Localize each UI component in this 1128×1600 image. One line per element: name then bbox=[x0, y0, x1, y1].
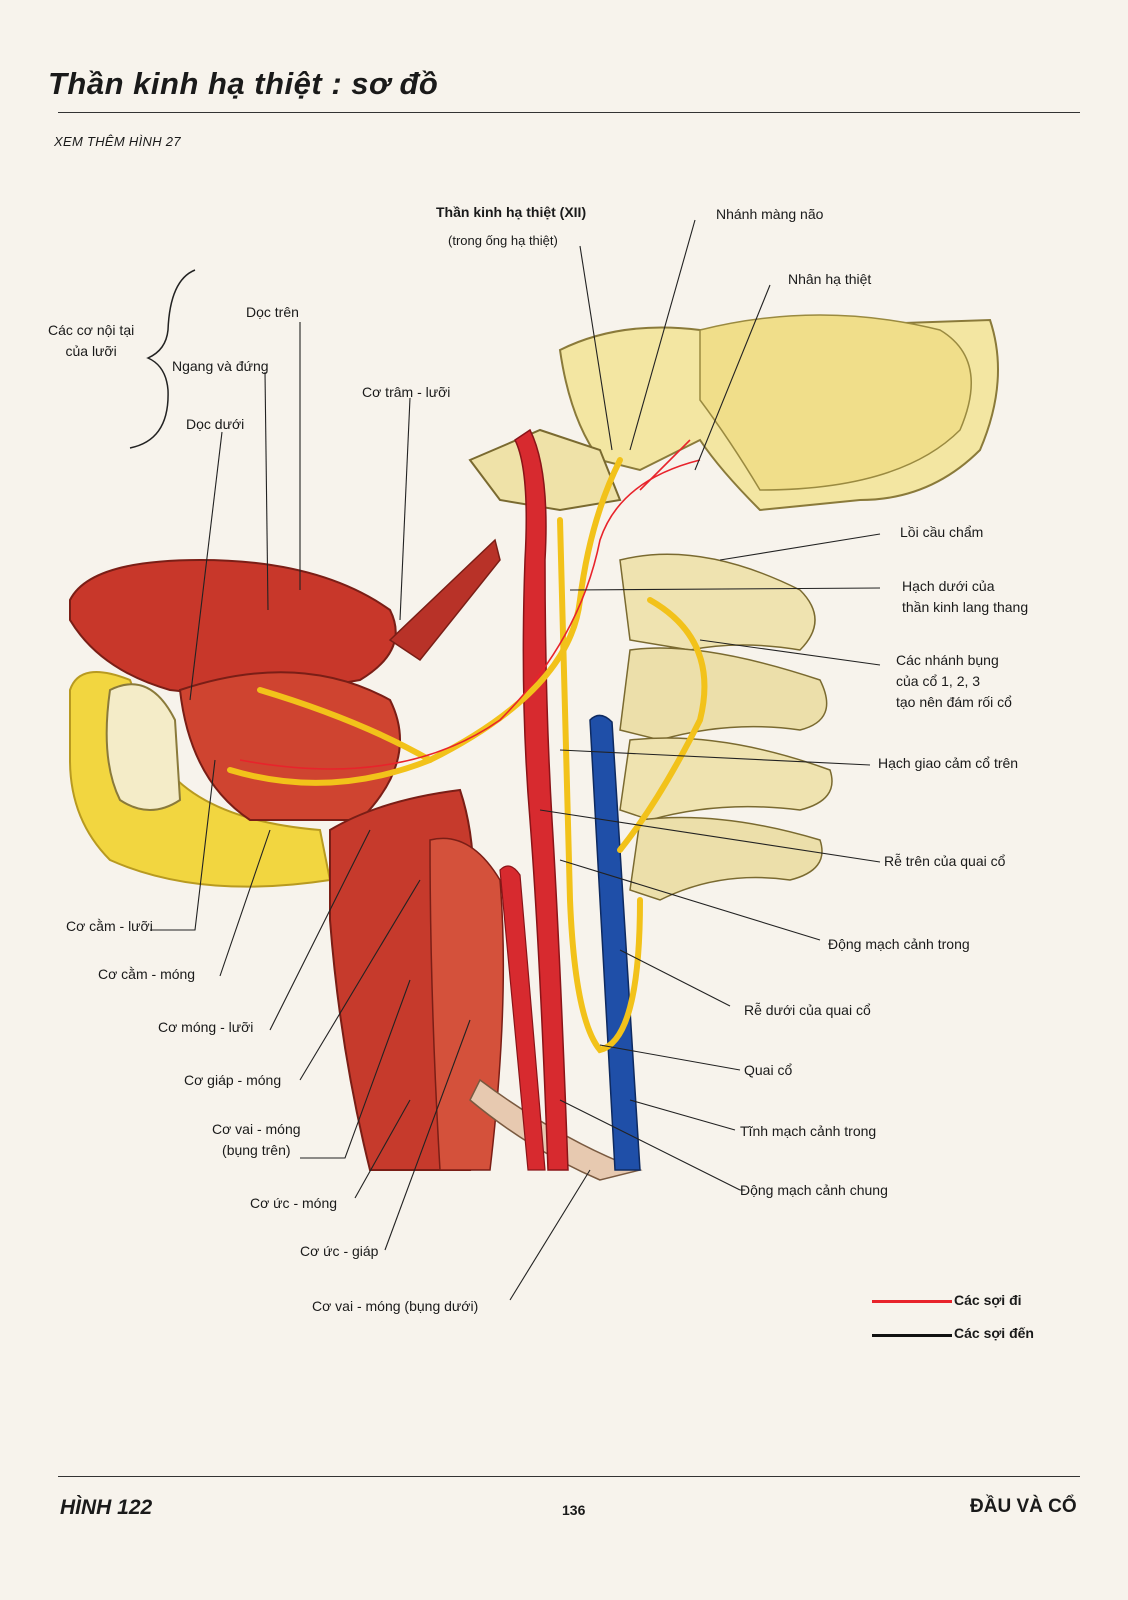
legend-efferent-swatch bbox=[872, 1300, 952, 1303]
label-hypoglossal-nerve: Thần kinh hạ thiệt (XII) bbox=[436, 204, 587, 220]
skull-base bbox=[468, 314, 999, 512]
label-superior-longitudinal: Dọc trên bbox=[246, 304, 299, 320]
label-omohyoid-superior: Cơ vai - móng (bụng trên) bbox=[212, 1121, 301, 1158]
hypoglossal-nerve-paths bbox=[227, 457, 708, 1054]
section-title: ĐẦU VÀ CỔ bbox=[970, 1496, 1077, 1517]
figure-number: HÌNH 122 bbox=[60, 1496, 153, 1519]
vessels bbox=[499, 428, 641, 1171]
label-meningeal-branch: Nhánh màng não bbox=[716, 206, 824, 222]
label-ansa-cervicalis: Quai cổ bbox=[744, 1062, 793, 1078]
footer-rule bbox=[58, 1476, 1080, 1477]
label-superior-root-ansa: Rễ trên của quai cổ bbox=[884, 853, 1006, 869]
label-inferior-longitudinal: Dọc dưới bbox=[186, 416, 245, 432]
efferent-fiber-overlay bbox=[239, 439, 701, 770]
label-superior-cervical-ganglion: Hạch giao cảm cổ trên bbox=[878, 755, 1019, 771]
label-omohyoid-inferior: Cơ vai - móng (bụng dưới) bbox=[312, 1298, 479, 1314]
label-inferior-vagal-ganglion: Hạch dưới của thần kinh lang thang bbox=[902, 578, 1029, 615]
label-occipital-condyle: Lồi cầu chẩm bbox=[900, 524, 984, 540]
page-number: 136 bbox=[562, 1502, 586, 1518]
label-sternothyroid: Cơ ức - giáp bbox=[300, 1243, 379, 1259]
label-hypoglossal-nucleus: Nhân hạ thiệt bbox=[788, 271, 872, 287]
label-intrinsic-muscles: Các cơ nội tại của lưỡi bbox=[48, 322, 135, 359]
infrahyoid-muscles bbox=[329, 788, 643, 1181]
legend-afferent-swatch bbox=[872, 1334, 952, 1337]
label-ventral-rami: Các nhánh bụng của cổ 1, 2, 3 tạo nên đá… bbox=[896, 652, 1012, 710]
label-inferior-root-ansa: Rễ dưới của quai cổ bbox=[744, 1002, 871, 1018]
label-hypoglossal-canal: (trong ống hạ thiệt) bbox=[448, 233, 558, 248]
intrinsic-muscles-brace bbox=[129, 269, 196, 449]
label-styloglossus: Cơ trâm - lưỡi bbox=[362, 384, 451, 400]
label-common-carotid: Động mạch cảnh chung bbox=[740, 1182, 888, 1198]
label-internal-jugular: Tĩnh mạch cảnh trong bbox=[740, 1123, 877, 1139]
label-thyrohyoid: Cơ giáp - móng bbox=[184, 1072, 282, 1088]
label-geniohyoid: Cơ cằm - móng bbox=[98, 966, 196, 982]
label-transverse-vertical: Ngang và đứng bbox=[172, 358, 269, 374]
label-genioglossus: Cơ cằm - lưỡi bbox=[66, 918, 153, 934]
label-sternohyoid: Cơ ức - móng bbox=[250, 1195, 338, 1211]
cervical-vertebrae bbox=[619, 553, 833, 901]
label-hyoglossus: Cơ móng - lưỡi bbox=[158, 1019, 254, 1035]
leader-lines bbox=[150, 219, 881, 1301]
page-title: Thần kinh hạ thiệt : sơ đồ bbox=[48, 66, 439, 101]
legend-efferent-label: Các sợi đi bbox=[954, 1292, 1022, 1308]
see-also-reference: XEM THÊM HÌNH 27 bbox=[54, 134, 181, 149]
label-internal-carotid: Động mạch cảnh trong bbox=[828, 936, 970, 952]
header-rule bbox=[58, 112, 1080, 113]
legend-afferent-label: Các sợi đến bbox=[954, 1325, 1034, 1341]
